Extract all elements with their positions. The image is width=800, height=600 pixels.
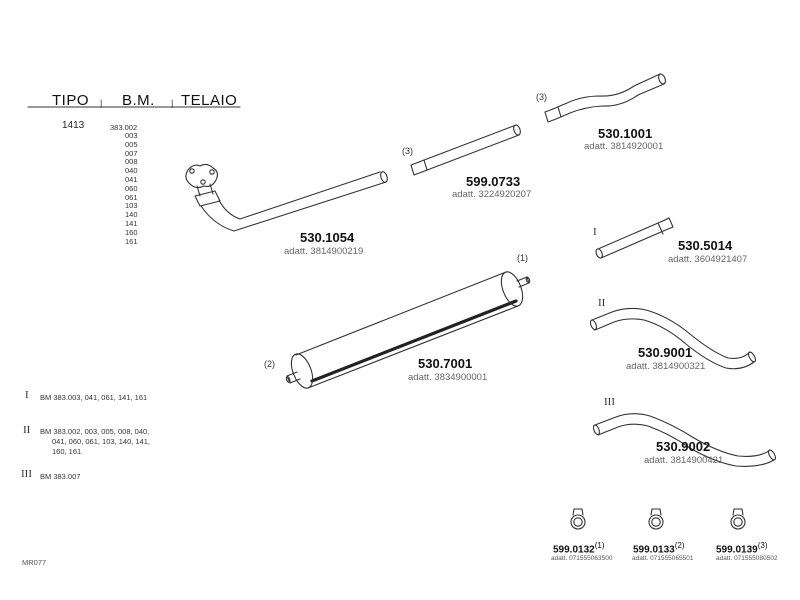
note-ii-line2: 041, 060, 061, 103, 140, 141, (52, 437, 151, 446)
header-telaio: TELAIO (181, 92, 238, 109)
part-number-530-5014: 530.5014 (678, 238, 733, 253)
bm-item: 008 (125, 157, 138, 167)
roman-530-9002: III (604, 396, 615, 408)
bm-item: 007 (125, 148, 138, 158)
note-roman-i: I (25, 389, 29, 401)
note-ii-line1: BM 383.002, 003, 005, 008, 040, (40, 427, 150, 436)
pipe-530-9001-drawing (589, 307, 757, 370)
bm-list: 003 005 007 008 040 041 060 061 103 140 … (125, 131, 155, 246)
adatt-530-5014: adatt. 3604921407 (668, 254, 748, 265)
pipe-530-1001-drawing (544, 73, 666, 123)
ref-599-0733: (3) (402, 146, 413, 156)
bm-item: 005 (125, 139, 138, 149)
roman-530-9001: II (598, 297, 606, 309)
adatt-530-9002: adatt. 3814900421 (644, 455, 724, 466)
pipe-599-0733-drawing (410, 124, 521, 176)
note-roman-iii: III (21, 468, 32, 480)
adatt-530-7001: adatt. 3834900001 (408, 372, 488, 383)
note-i-text: BM 383.003, 041, 061, 141, 161 (40, 393, 148, 402)
header-separator: | (171, 98, 174, 108)
pipe-530-1054-drawing (185, 163, 388, 232)
clamp-599-0132-drawing (570, 508, 586, 530)
muffler-530-7001-drawing (285, 271, 531, 389)
bm-item: 003 (125, 131, 138, 140)
part-number-599-0733: 599.0733 (466, 174, 521, 189)
clamp-number-599-0133: 599.0133(2) (633, 541, 685, 556)
clamp-adatt-599-0133: adatt. 071555065501 (632, 555, 694, 562)
bm-item: 141 (125, 218, 138, 228)
header-bm: B.M. (122, 92, 155, 109)
part-number-530-1054: 530.1054 (300, 230, 355, 245)
note-roman-ii: II (23, 424, 31, 436)
bm-item: 160 (125, 227, 138, 237)
bm-item: 040 (125, 166, 138, 176)
clamp-adatt-599-0139: adatt. 071555080502 (716, 555, 778, 562)
ref-530-7001-right: (1) (517, 253, 528, 263)
bm-first: 383.002 (110, 123, 138, 132)
adatt-530-9001: adatt. 3814900321 (626, 361, 706, 372)
clamp-599-0133-drawing (648, 508, 664, 530)
pipe-530-9002-drawing (592, 413, 777, 467)
clamp-number-599-0139: 599.0139(3) (716, 541, 768, 556)
bm-item: 060 (125, 183, 138, 193)
adatt-599-0733: adatt. 3224920207 (452, 189, 532, 200)
part-number-530-1001: 530.1001 (598, 126, 653, 141)
clamp-adatt-599-0132: adatt. 071555063500 (551, 555, 613, 562)
clamp-number-599-0132: 599.0132(1) (553, 541, 605, 556)
bm-item: 061 (125, 192, 138, 202)
adatt-530-1001: adatt. 3814920001 (584, 141, 664, 152)
bm-item: 041 (125, 174, 138, 184)
clamp-599-0139-drawing (730, 508, 746, 530)
roman-530-5014: I (593, 226, 597, 238)
header-tipo: TIPO (52, 92, 90, 109)
bm-item: 140 (125, 210, 138, 220)
note-iii-text: BM 383.007 (40, 472, 81, 481)
part-number-530-9001: 530.9001 (638, 345, 693, 360)
note-ii-line3: 160, 161 (52, 447, 82, 456)
header-separator: | (100, 98, 103, 108)
part-number-530-7001: 530.7001 (418, 356, 473, 371)
ref-530-1001: (3) (536, 92, 547, 102)
tipo-value: 1413 (62, 120, 85, 131)
part-number-530-9002: 530.9002 (656, 439, 711, 454)
bm-item: 103 (125, 201, 138, 211)
bm-item: 161 (125, 236, 138, 246)
pipe-530-5014-drawing (595, 217, 674, 259)
ref-530-7001-left: (2) (264, 359, 275, 369)
adatt-530-1054: adatt. 3814900219 (284, 246, 364, 257)
drawing-code: MR077 (22, 558, 47, 567)
